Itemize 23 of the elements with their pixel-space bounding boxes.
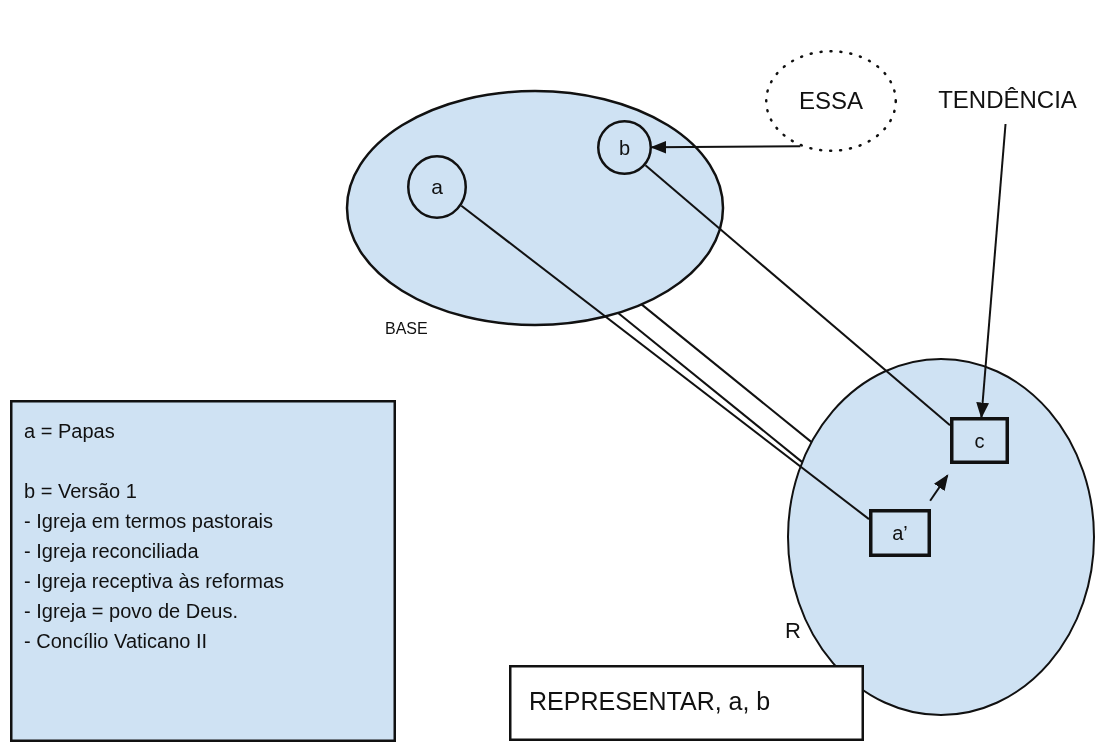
text-label: TENDÊNCIA: [938, 86, 1077, 114]
note-text: b = Versão 1: [24, 480, 137, 503]
box-label: a’: [892, 521, 908, 545]
box-label: c: [974, 429, 985, 452]
note-text: - Igreja reconciliada: [24, 540, 199, 563]
connector-line: [617, 311, 804, 464]
note-text: - Concílio Vaticano II: [24, 630, 208, 653]
note-text: - Igreja em termos pastorais: [24, 510, 273, 533]
circle-label: a: [431, 174, 443, 200]
note-text: - Igreja = povo de Deus.: [24, 600, 238, 623]
ellipse-label: BASE: [385, 320, 428, 339]
arrow: [650, 140, 802, 154]
note-text: - Igreja receptiva às reformas: [24, 570, 285, 593]
connector-line: [644, 164, 951, 427]
note-text: a = Papas: [24, 420, 115, 443]
connector-line: [640, 303, 813, 444]
arrow: [976, 123, 1007, 419]
circle-label: b: [618, 136, 631, 159]
ellipse-label: ESSA: [799, 87, 863, 115]
box-label: REPRESENTAR, a, b: [529, 687, 771, 716]
arrow: [929, 474, 949, 502]
ellipse-label: R: [785, 618, 801, 644]
connector-line: [460, 204, 870, 521]
